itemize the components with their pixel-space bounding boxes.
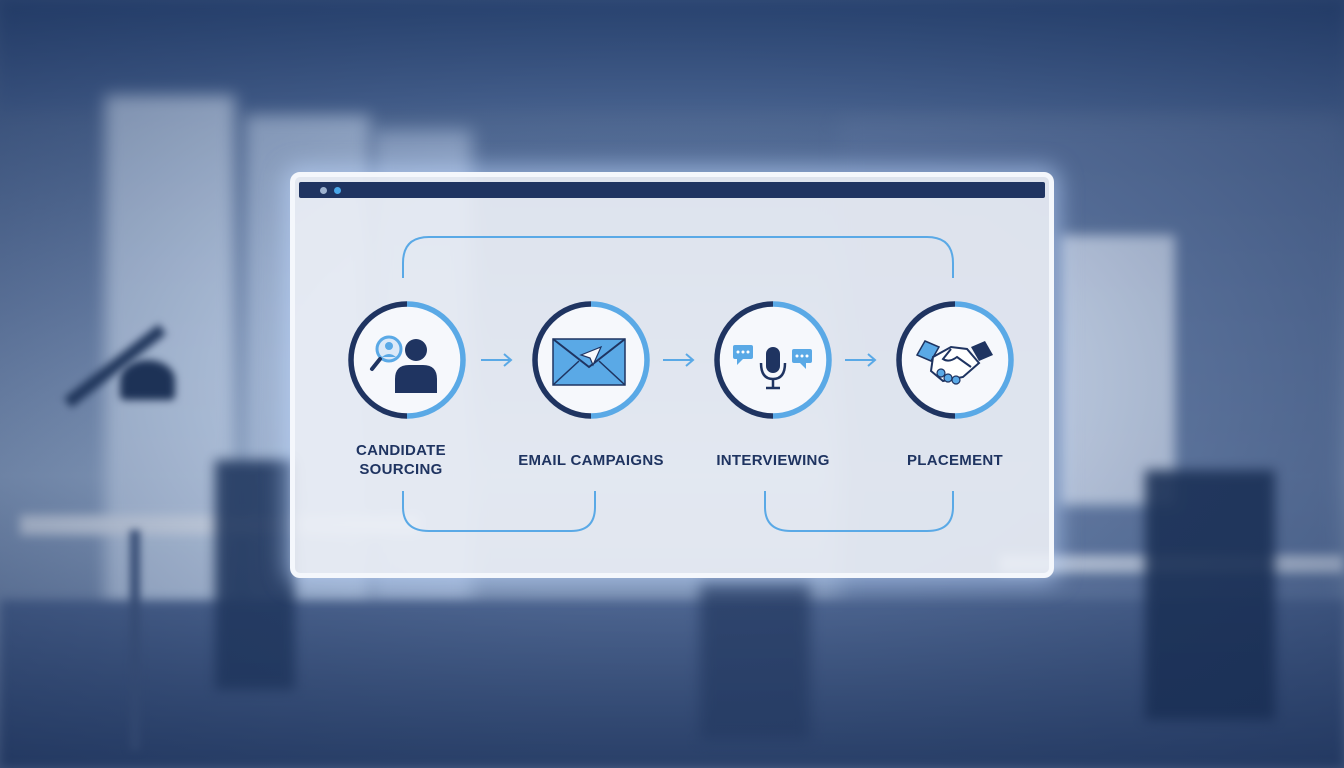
email-send-icon	[552, 338, 626, 386]
step-label-candidate-sourcing: CANDIDATE SOURCING	[356, 442, 446, 478]
step-label-interviewing: INTERVIEWING	[716, 452, 830, 469]
window-dot[interactable]	[320, 187, 327, 194]
window-dot[interactable]	[334, 187, 341, 194]
candidate-search-icon	[370, 335, 437, 393]
window-titlebar	[299, 182, 1045, 198]
top-connector	[402, 236, 954, 278]
process-flow-diagram	[348, 236, 1014, 532]
bottom-connector-right	[764, 491, 954, 532]
arrow-3	[845, 353, 877, 367]
arrow-2	[663, 353, 695, 367]
step-label-placement: PLACEMENT	[906, 452, 1004, 469]
step-circle-1	[348, 301, 466, 419]
handshake-icon	[915, 340, 993, 385]
microphone-chat-icon	[733, 345, 812, 390]
bottom-connector-left	[402, 491, 596, 532]
process-window: CANDIDATE SOURCING EMAIL CAMPAIGNS INTER…	[290, 172, 1054, 578]
step-label-email-campaigns: EMAIL CAMPAIGNS	[518, 452, 664, 469]
arrow-1	[481, 353, 513, 367]
